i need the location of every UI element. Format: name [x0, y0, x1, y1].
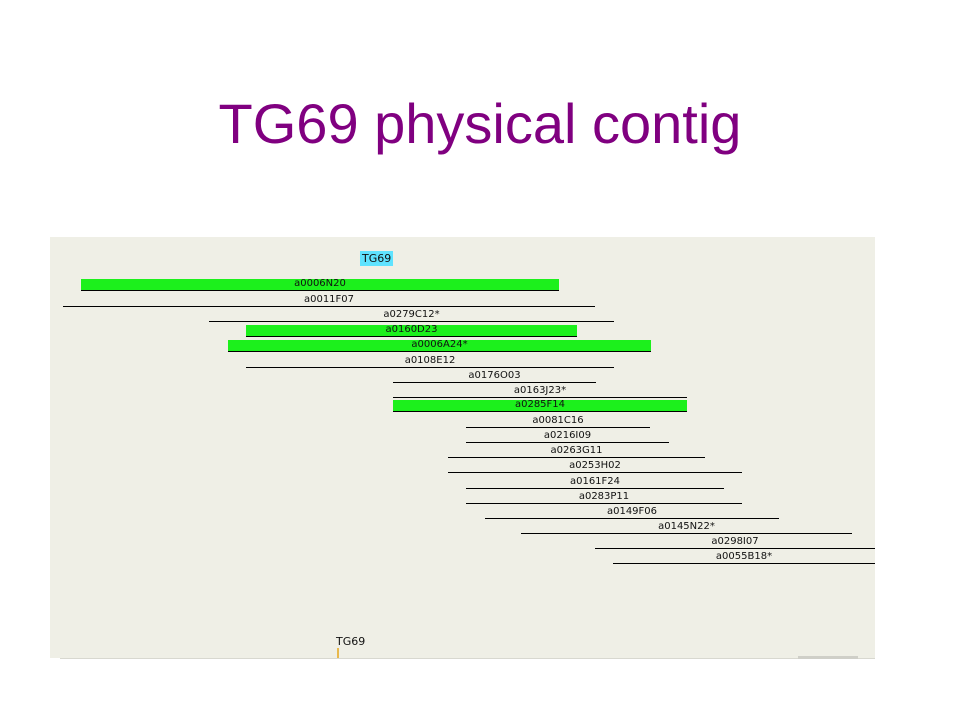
clone-label: a0145N22* [658, 521, 715, 532]
clone-a0253H02[interactable]: a0253H02 [448, 460, 742, 473]
clone-label: a0285F14 [514, 399, 566, 410]
clone-label: a0279C12* [383, 309, 440, 320]
clone-a0279C12[interactable]: a0279C12* [209, 309, 614, 322]
clone-label: a0149F06 [606, 506, 658, 517]
scroll-tab [798, 656, 858, 659]
top-marker-label[interactable]: TG69 [360, 251, 394, 266]
clone-a0283P11[interactable]: a0283P11 [466, 491, 742, 504]
clone-label: a0263G11 [550, 445, 603, 456]
clone-a0055B18[interactable]: a0055B18* [613, 551, 875, 564]
clone-a0298I07[interactable]: a0298I07 [595, 536, 875, 549]
clone-a0216I09[interactable]: a0216I09 [466, 430, 669, 443]
clone-label: a0108E12 [404, 355, 456, 366]
clone-a0161F24[interactable]: a0161F24 [466, 476, 724, 489]
clone-a0108E12[interactable]: a0108E12 [246, 355, 614, 368]
clone-a0285F14[interactable]: a0285F14 [393, 399, 687, 412]
marker-position-tick [337, 648, 339, 658]
slide-title: TG69 physical contig [218, 92, 742, 155]
bottom-marker-label[interactable]: TG69 [336, 635, 366, 648]
clone-a0160D23[interactable]: a0160D23 [246, 324, 577, 337]
clone-a0176O03[interactable]: a0176O03 [393, 370, 596, 383]
clone-a0011F07[interactable]: a0011F07 [63, 294, 595, 307]
clone-a0081C16[interactable]: a0081C16 [466, 415, 650, 428]
clone-label: a0081C16 [532, 415, 584, 426]
clone-label: a0163J23* [513, 385, 567, 396]
clone-a0163J23[interactable]: a0163J23* [393, 385, 687, 398]
clone-label: a0055B18* [715, 551, 773, 562]
clone-a0149F06[interactable]: a0149F06 [485, 506, 779, 519]
clone-label: a0011F07 [303, 294, 355, 305]
clone-label: a0298I07 [711, 536, 759, 547]
clone-a0145N22[interactable]: a0145N22* [521, 521, 852, 534]
contig-panel: TG69 a0006N20 a0011F07 a0279C12* a0160D2… [50, 237, 875, 658]
clone-label: a0006N20 [294, 278, 346, 289]
clone-label: a0283P11 [578, 491, 630, 502]
clone-label: a0253H02 [569, 460, 621, 471]
clone-a0006N20[interactable]: a0006N20 [81, 278, 559, 291]
clone-label: a0006A24* [411, 339, 468, 350]
clone-a0263G11[interactable]: a0263G11 [448, 445, 705, 458]
clone-a0006A24[interactable]: a0006A24* [228, 339, 651, 352]
clone-label: a0176O03 [468, 370, 521, 381]
clone-label: a0161F24 [569, 476, 621, 487]
clone-label: a0160D23 [385, 324, 438, 335]
panel-bottom-border [60, 658, 875, 659]
clone-label: a0216I09 [543, 430, 592, 441]
